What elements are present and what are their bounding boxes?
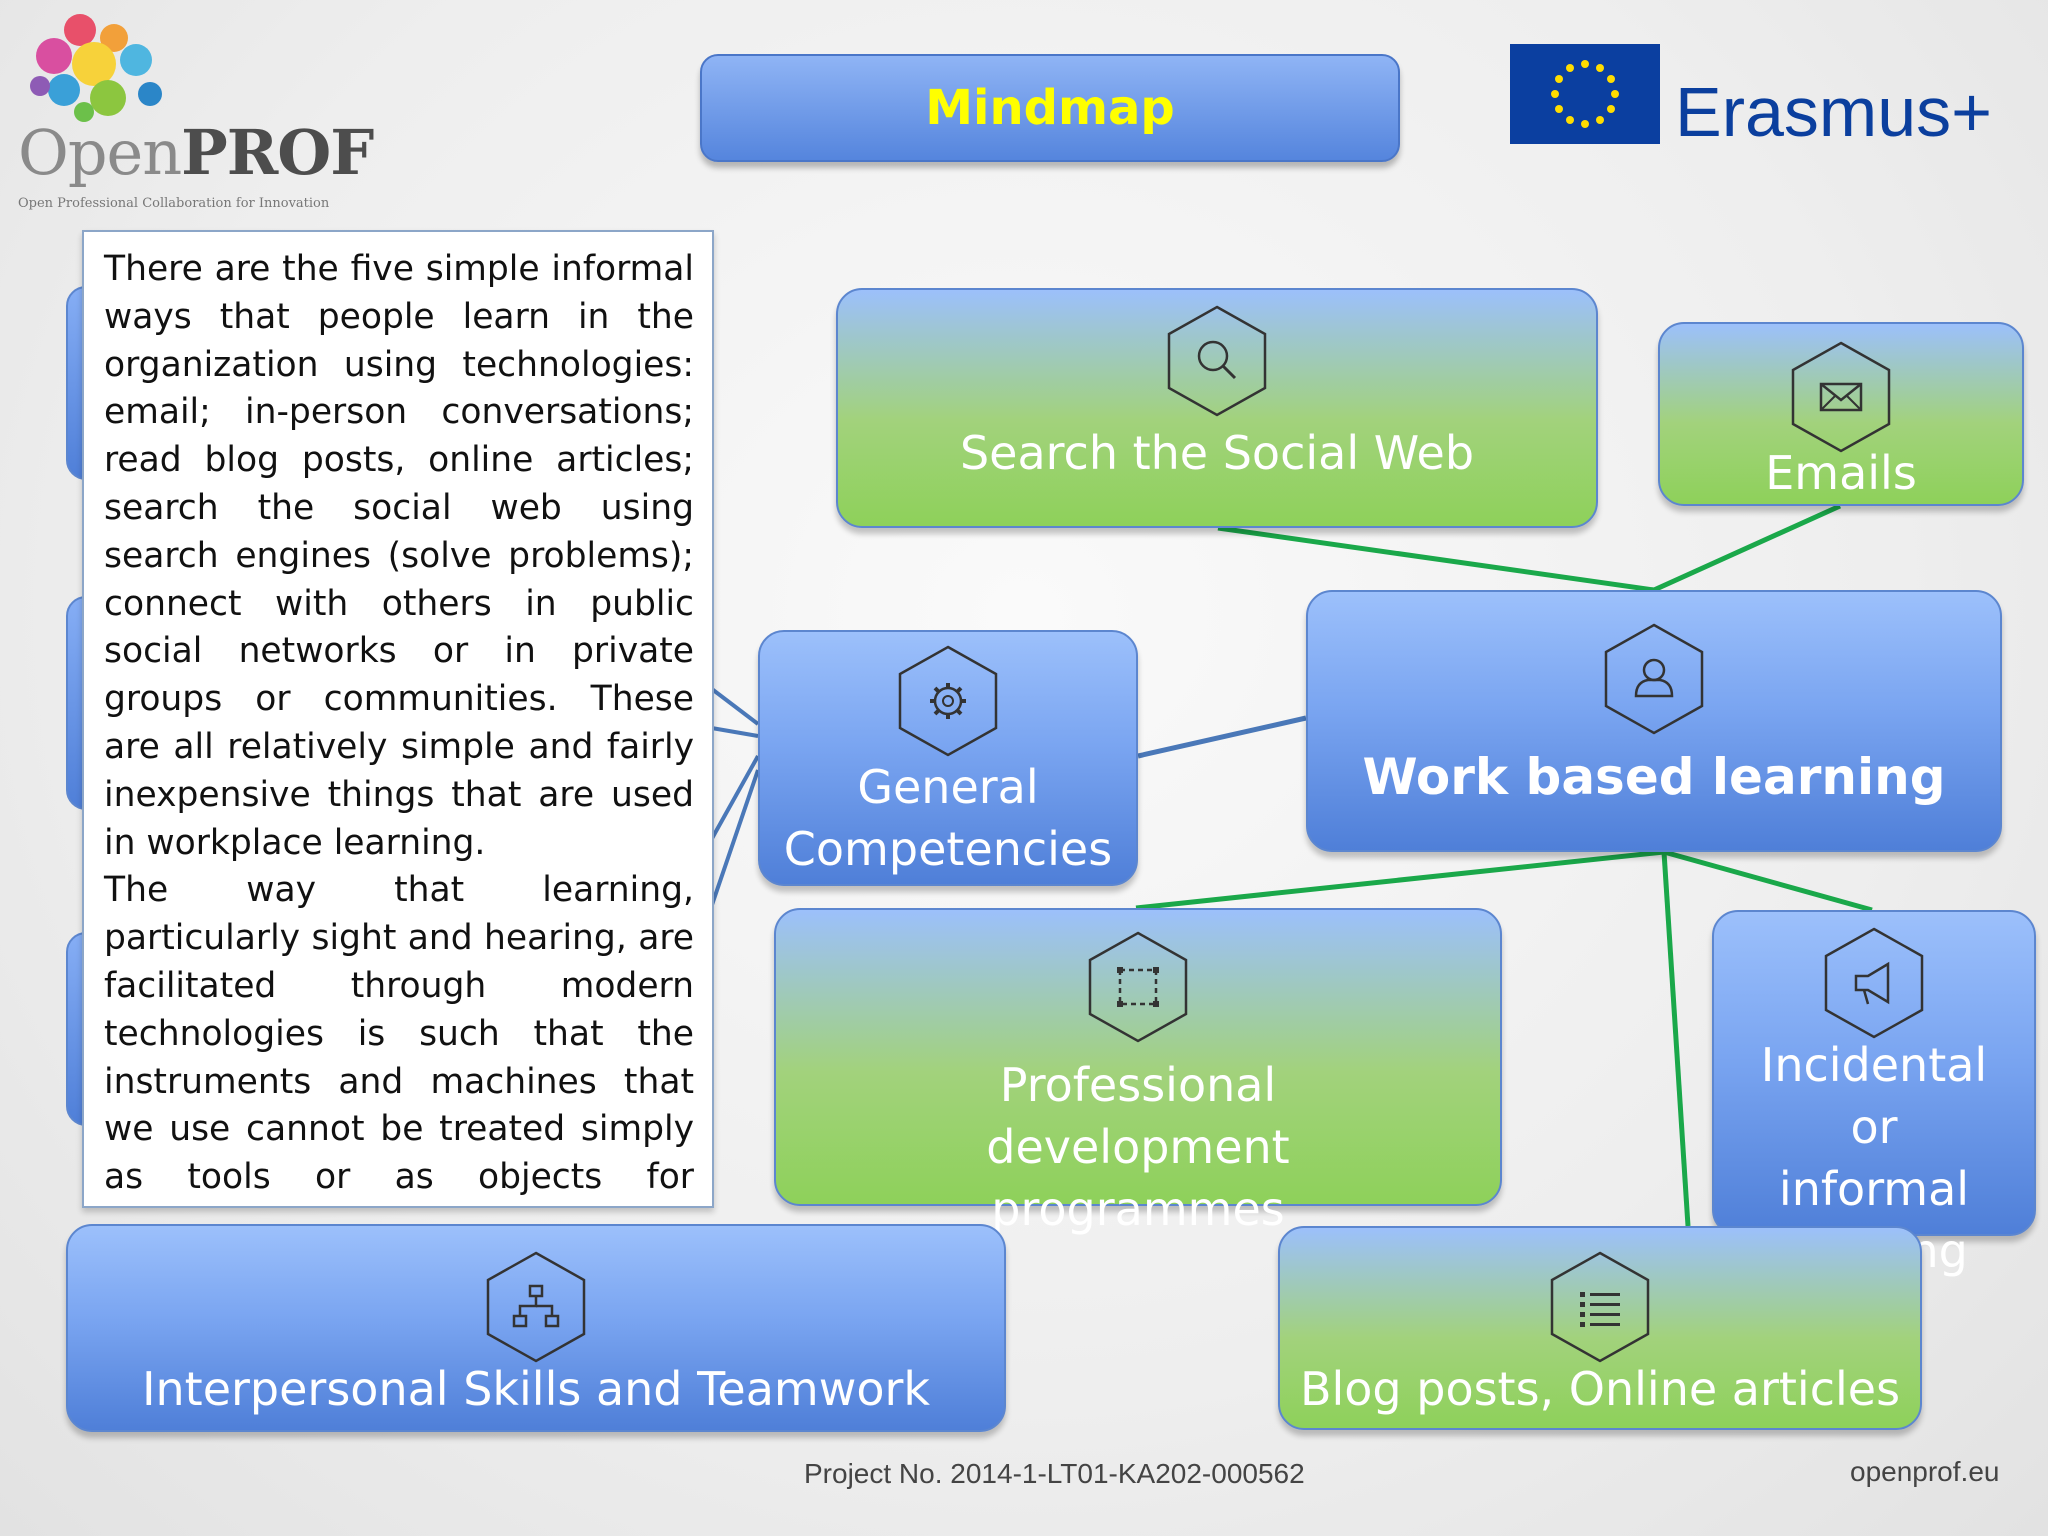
footer-project-number: Project No. 2014-1-LT01-KA202-000562 (804, 1458, 1305, 1489)
node-label: General Competencies (783, 760, 1113, 876)
panel-paragraph-2: The way that learning, particularly sigh… (104, 870, 694, 1206)
node-label: Interpersonal Skills and Teamwork (141, 1362, 931, 1416)
node-interpersonal-skills[interactable]: Interpersonal Skills and Teamwork (66, 1224, 1006, 1432)
connector-general-work (1137, 715, 1307, 759)
node-general-competencies[interactable]: General Competencies (758, 630, 1138, 886)
brand-tagline: Open Professional Collaboration for Inno… (18, 196, 330, 211)
node-search-social-web[interactable]: Search the Social Web (836, 288, 1598, 528)
description-text-panel: There are the five simple informal ways … (82, 230, 714, 1208)
node-blog-posts[interactable]: Blog posts, Online articles (1278, 1226, 1922, 1430)
search-icon (1167, 305, 1267, 417)
node-emails[interactable]: Emails (1658, 322, 2024, 506)
node-incidental-learning[interactable]: Incidental or informal learning (1712, 910, 2036, 1278)
user-icon (1604, 623, 1704, 735)
connector-work-incidental (1663, 849, 1873, 913)
node-label: Emails (1765, 446, 1917, 500)
footer-website: openprof.eu (1850, 1456, 2000, 1487)
megaphone-icon (1824, 927, 1924, 1039)
social-bubbles-icon (30, 14, 162, 122)
connector-search-work (1217, 525, 1655, 593)
node-work-based-learning[interactable]: Work based learning (1306, 590, 2002, 852)
erasmus-logo-text: Erasmus+ (1675, 73, 1993, 151)
node-label: Blog posts, Online articles (1299, 1362, 1901, 1416)
list-icon (1550, 1251, 1650, 1363)
connector-emails-work (1652, 503, 1842, 593)
org-chart-icon (486, 1251, 586, 1363)
node-professional-development[interactable]: Professional development programmes (774, 908, 1502, 1236)
envelope-icon (1791, 341, 1891, 453)
node-label: Professional development programmes (986, 1058, 1290, 1236)
brand-name: OpenPROF (18, 116, 374, 189)
selection-frame-icon (1088, 931, 1188, 1043)
node-label: Search the Social Web (959, 426, 1475, 480)
eu-flag-icon (1510, 44, 1660, 144)
connector-work-blog (1661, 851, 1691, 1227)
gear-icon (898, 645, 998, 757)
openprof-logo: OpenPROF Open Professional Collaboration… (14, 8, 374, 211)
panel-paragraph-1: There are the five simple informal ways … (104, 249, 694, 863)
node-label: Work based learning (1362, 748, 1946, 806)
connector-work-professional (1135, 849, 1665, 911)
page-title: Mindmap (700, 54, 1400, 162)
